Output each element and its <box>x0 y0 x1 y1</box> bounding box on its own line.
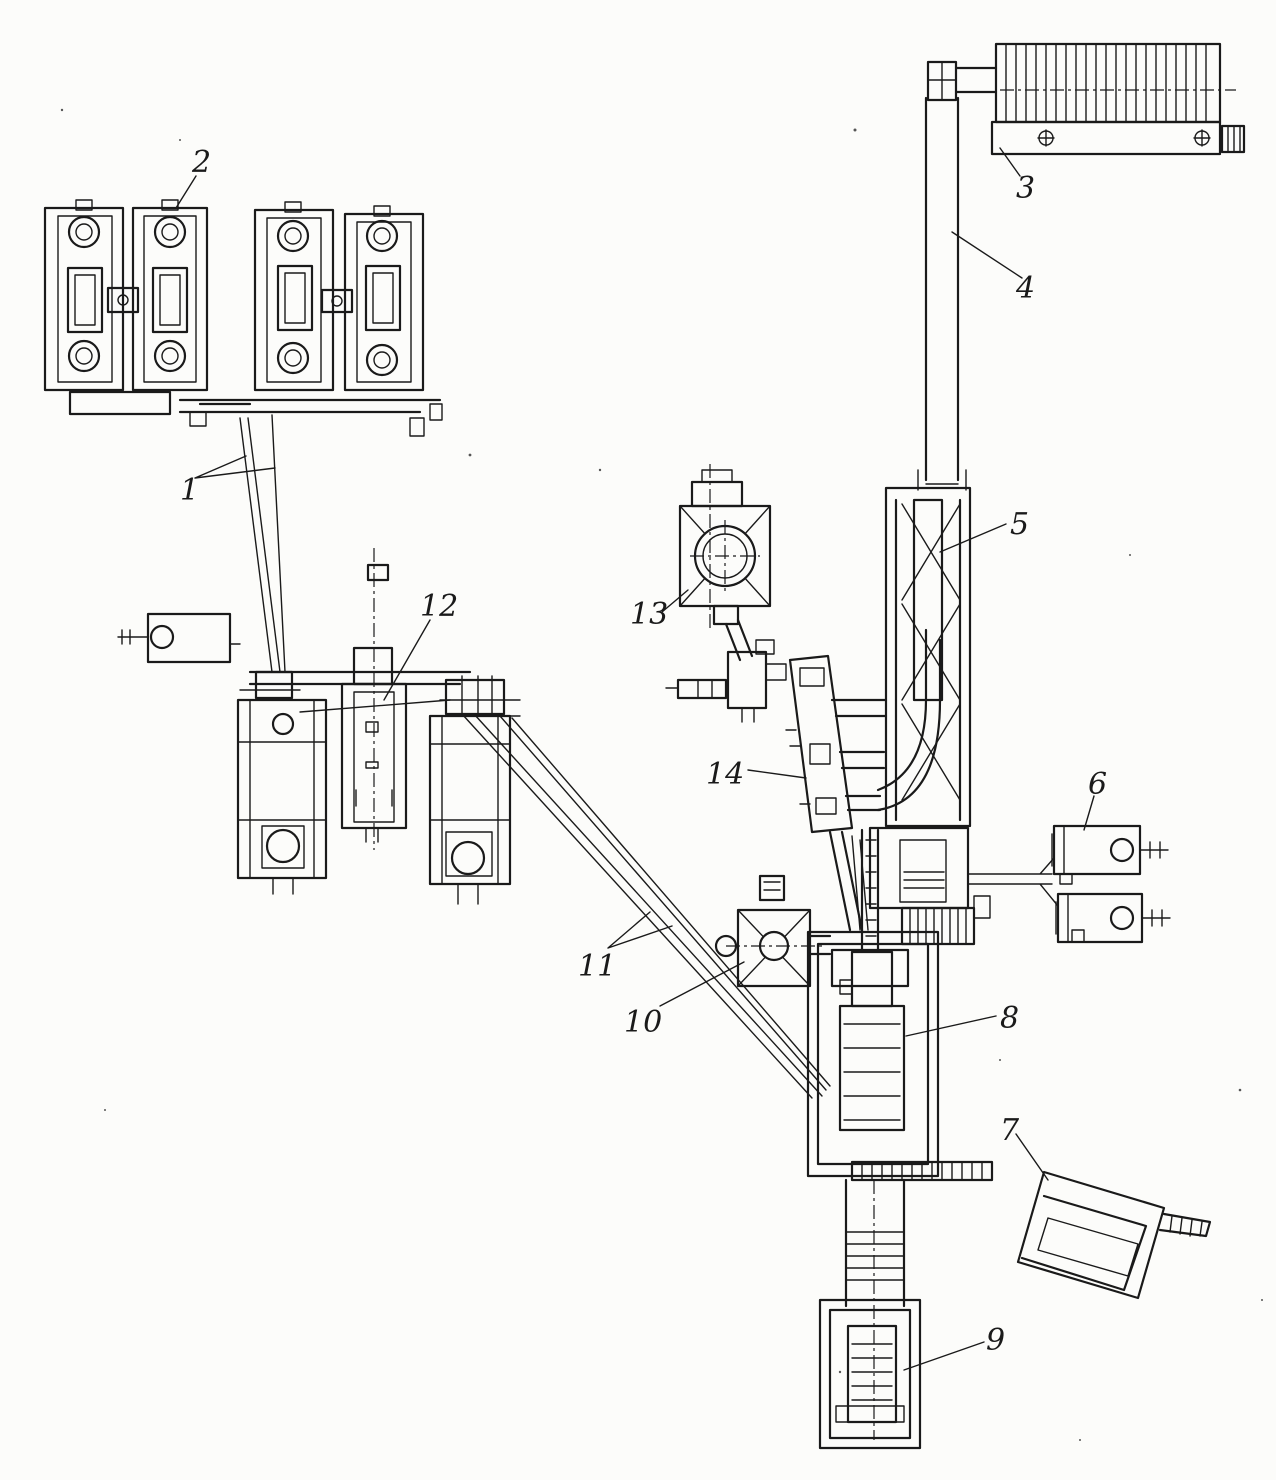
gear-unit-10 <box>714 874 832 988</box>
callout-8: 8 <box>1000 1001 1019 1036</box>
transfer-lines-11 <box>461 713 831 1099</box>
rotary-unit-13 <box>665 464 787 723</box>
callout-labels: 1 2 3 4 5 6 7 8 9 10 11 12 13 14 <box>180 145 1107 1358</box>
callout-2: 2 <box>191 145 211 180</box>
callout-7: 7 <box>1000 1113 1020 1148</box>
transfer-lines-1 <box>239 414 286 673</box>
lower-unit-9 <box>818 1180 922 1450</box>
callout-13: 13 <box>630 597 668 632</box>
callout-6: 6 <box>1088 767 1107 802</box>
callout-11: 11 <box>578 949 616 984</box>
callout-14: 14 <box>706 757 744 792</box>
motor-pair-6 <box>967 824 1171 944</box>
press-unit-8 <box>806 828 940 1178</box>
carriage-unit-14 <box>785 654 888 932</box>
callout-10: 10 <box>624 1005 662 1040</box>
callout-5: 5 <box>1010 507 1029 542</box>
callout-1: 1 <box>180 473 199 508</box>
callout-4: 4 <box>1015 271 1035 306</box>
cabinet-unit-7 <box>1016 1170 1212 1300</box>
rack-to-9 <box>844 1160 994 1308</box>
callout-12: 12 <box>420 589 458 624</box>
conveyor-4 <box>917 60 998 491</box>
drive-unit-3 <box>990 42 1246 156</box>
callout-3: 3 <box>1016 171 1035 206</box>
callout-9: 9 <box>986 1323 1005 1358</box>
scan-specks <box>60 108 1263 1441</box>
callout-leaders <box>175 147 1095 1371</box>
mill-unit-12 <box>117 548 521 905</box>
stand-group-2 <box>43 199 443 437</box>
frame-unit-5 <box>868 486 991 946</box>
